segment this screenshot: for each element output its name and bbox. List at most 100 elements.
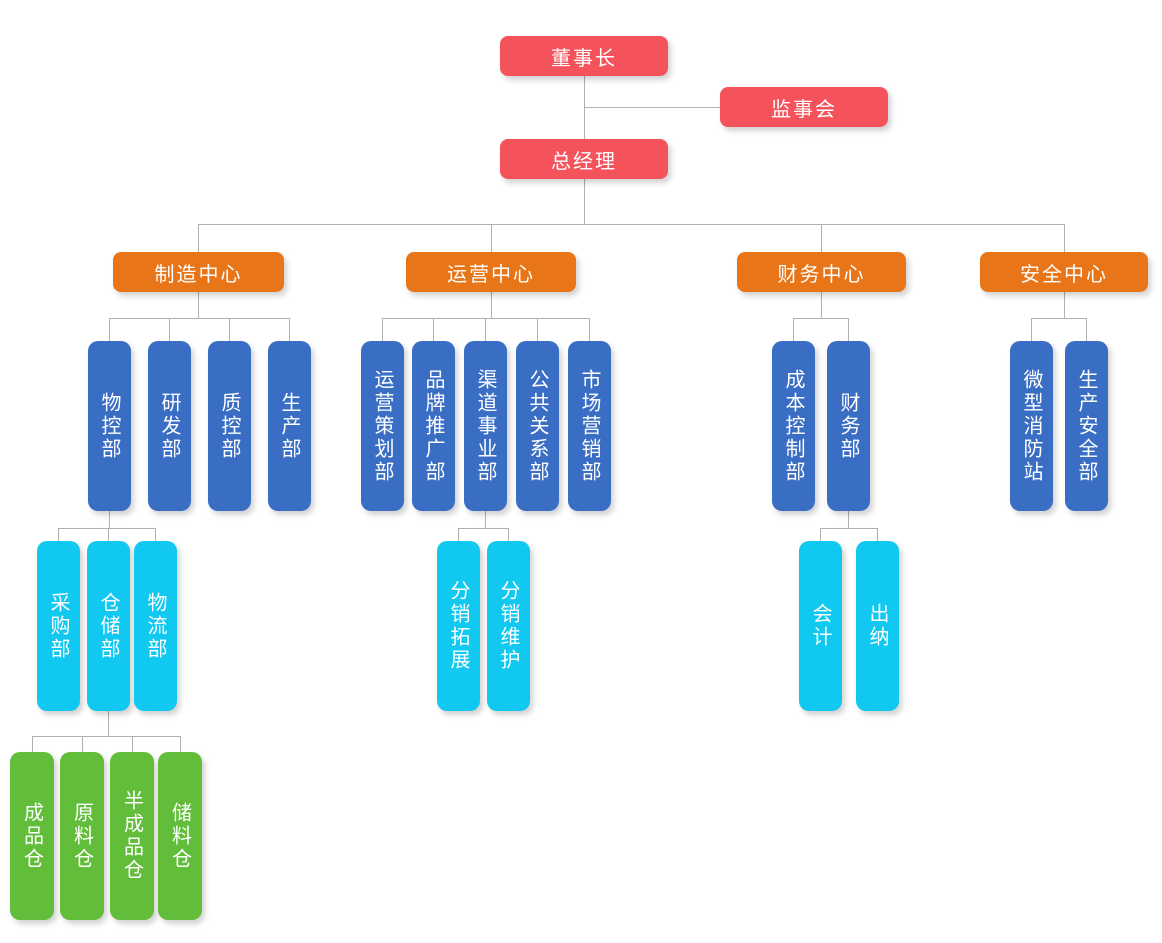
node-general-manager[interactable]: 总经理 (500, 139, 668, 179)
node-label: 物控部 (98, 391, 120, 461)
node-label: 运营中心 (447, 263, 535, 286)
connector-line (32, 736, 180, 737)
node-purchasing-dept[interactable]: 采购部 (37, 541, 80, 711)
node-cashier[interactable]: 出纳 (856, 541, 899, 711)
connector-line (820, 528, 877, 529)
connector-line (180, 736, 181, 752)
node-manufacturing-center[interactable]: 制造中心 (113, 252, 284, 292)
connector-line (848, 318, 849, 341)
connector-line (229, 318, 230, 341)
node-finished-goods-warehouse[interactable]: 成品仓 (10, 752, 54, 920)
node-logistics-dept[interactable]: 物流部 (134, 541, 177, 711)
node-marketing-dept[interactable]: 市场营销部 (568, 341, 611, 511)
connector-line (289, 318, 290, 341)
connector-line (58, 528, 59, 541)
connector-line (382, 318, 589, 319)
connector-line (793, 318, 794, 341)
node-label: 生产部 (278, 391, 300, 461)
node-quality-control-dept[interactable]: 质控部 (208, 341, 251, 511)
node-label: 成品仓 (20, 801, 43, 871)
node-label: 出纳 (866, 603, 888, 649)
connector-line (109, 318, 289, 319)
node-label: 公共关系部 (526, 368, 548, 484)
connector-line (1064, 224, 1065, 252)
connector-line (169, 318, 170, 341)
node-label: 微型消防站 (1020, 368, 1042, 484)
connector-line (132, 736, 133, 752)
node-label: 生产安全部 (1075, 368, 1097, 484)
node-cost-control-dept[interactable]: 成本控制部 (772, 341, 815, 511)
node-label: 安全中心 (1020, 263, 1108, 286)
node-label: 仓储部 (97, 591, 119, 661)
connector-line (108, 528, 109, 541)
connector-line (584, 179, 585, 224)
connector-line (433, 318, 434, 341)
connector-line (821, 292, 822, 318)
connector-line (58, 528, 155, 529)
connector-line (491, 224, 492, 252)
connector-line (1031, 318, 1086, 319)
node-label: 总经理 (551, 150, 617, 173)
node-label: 物流部 (144, 591, 166, 661)
connector-line (458, 528, 508, 529)
node-label: 财务中心 (777, 263, 866, 286)
connector-line (198, 224, 1064, 225)
node-safety-center[interactable]: 安全中心 (980, 252, 1148, 292)
node-label: 分销维护 (497, 580, 519, 672)
node-label: 质控部 (218, 391, 240, 461)
node-operations-center[interactable]: 运营中心 (406, 252, 576, 292)
node-label: 运营策划部 (371, 368, 393, 484)
node-micro-fire-station[interactable]: 微型消防站 (1010, 341, 1053, 511)
connector-line (198, 224, 199, 252)
node-production-safety-dept[interactable]: 生产安全部 (1065, 341, 1108, 511)
node-brand-promotion-dept[interactable]: 品牌推广部 (412, 341, 455, 511)
node-public-relations-dept[interactable]: 公共关系部 (516, 341, 559, 511)
connector-line (32, 736, 33, 752)
connector-line (458, 528, 459, 541)
node-label: 储料仓 (168, 801, 191, 871)
node-production-dept[interactable]: 生产部 (268, 341, 311, 511)
connector-line (491, 292, 492, 318)
node-label: 董事长 (551, 47, 617, 70)
connector-line (1086, 318, 1087, 341)
connector-line (821, 224, 822, 252)
node-channel-business-dept[interactable]: 渠道事业部 (464, 341, 507, 511)
connector-line (793, 318, 848, 319)
connector-line (589, 318, 590, 341)
node-label: 市场营销部 (578, 368, 600, 484)
node-distribution-expansion[interactable]: 分销拓展 (437, 541, 480, 711)
node-semi-finished-warehouse[interactable]: 半成品仓 (110, 752, 154, 920)
node-rnd-dept[interactable]: 研发部 (148, 341, 191, 511)
connector-line (109, 318, 110, 341)
node-finance-dept[interactable]: 财务部 (827, 341, 870, 511)
connector-line (877, 528, 878, 541)
node-label: 采购部 (47, 591, 69, 661)
connector-line (485, 511, 486, 528)
node-label: 监事会 (771, 98, 837, 121)
node-label: 制造中心 (154, 263, 243, 286)
connector-line (820, 528, 821, 541)
connector-line (584, 107, 720, 108)
connector-line (508, 528, 509, 541)
node-distribution-maintenance[interactable]: 分销维护 (487, 541, 530, 711)
connector-line (108, 711, 109, 736)
node-label: 会计 (809, 603, 831, 649)
node-label: 成本控制部 (782, 368, 804, 484)
node-operations-planning-dept[interactable]: 运营策划部 (361, 341, 404, 511)
node-warehousing-dept[interactable]: 仓储部 (87, 541, 130, 711)
node-raw-material-warehouse[interactable]: 原料仓 (60, 752, 104, 920)
node-finance-center[interactable]: 财务中心 (737, 252, 906, 292)
node-material-control-dept[interactable]: 物控部 (88, 341, 131, 511)
connector-line (485, 318, 486, 341)
node-label: 原料仓 (70, 801, 93, 871)
node-label: 研发部 (158, 391, 180, 461)
node-label: 财务部 (837, 391, 859, 461)
node-accounting[interactable]: 会计 (799, 541, 842, 711)
node-storage-warehouse[interactable]: 储料仓 (158, 752, 202, 920)
connector-line (109, 511, 110, 528)
node-chairman[interactable]: 董事长 (500, 36, 668, 76)
connector-line (198, 292, 199, 318)
node-label: 分销拓展 (447, 580, 469, 672)
node-supervisory-board[interactable]: 监事会 (720, 87, 888, 127)
